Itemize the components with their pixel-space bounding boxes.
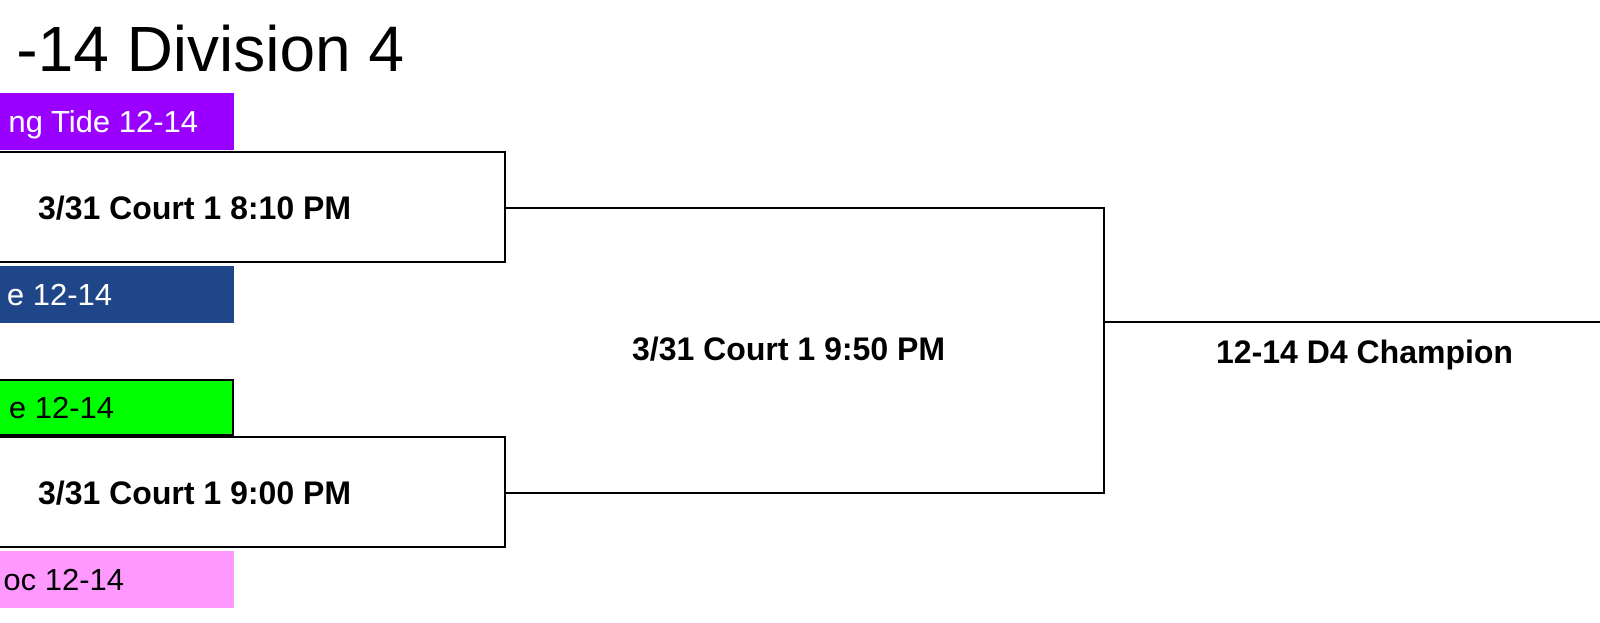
team-slot-4: oc 12-14: [0, 551, 234, 608]
bracket-title: -14 Division 4: [16, 14, 404, 84]
team-slot-4-label: oc 12-14: [3, 562, 124, 597]
team-slot-1: ng Tide 12-14: [0, 93, 234, 150]
semifinal-2-label: 3/31 Court 1 9:00 PM: [38, 475, 351, 511]
semifinal-2-box: [0, 436, 506, 548]
team-slot-2: e 12-14: [0, 266, 234, 323]
semifinal-1-label: 3/31 Court 1 8:10 PM: [38, 190, 351, 226]
final-game-label: 3/31 Court 1 9:50 PM: [632, 331, 945, 367]
team-slot-2-label: e 12-14: [6, 277, 112, 312]
champion-label: 12-14 D4 Champion: [1216, 334, 1513, 370]
team-slot-3-label: e 12-14: [8, 390, 114, 425]
semifinal-1-box: [0, 151, 506, 263]
team-slot-3: e 12-14: [0, 379, 234, 436]
team-slot-1-label: ng Tide 12-14: [8, 104, 198, 139]
